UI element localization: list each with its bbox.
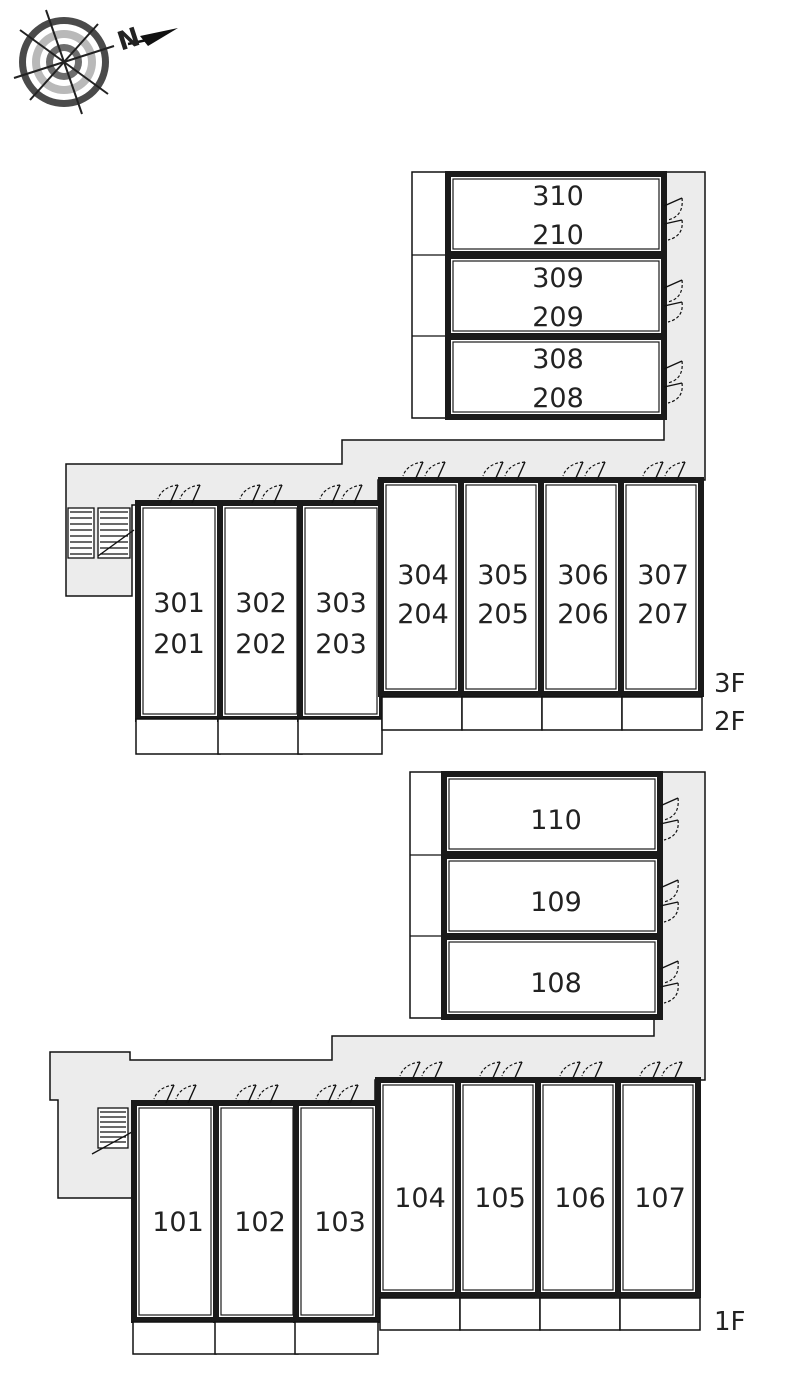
- unit-109[interactable]: 109: [441, 853, 663, 939]
- door-swing-icon: [639, 1061, 683, 1081]
- unit-number-2f: 210: [532, 220, 584, 251]
- door-swing-icon: [319, 484, 363, 504]
- unit-number-1f: 105: [474, 1183, 526, 1214]
- upper-corridor: [65, 171, 706, 597]
- unit-105[interactable]: 105: [455, 1077, 541, 1298]
- unit-107[interactable]: 107: [615, 1077, 701, 1298]
- unit-110[interactable]: 110: [441, 771, 663, 857]
- door-swing-icon: [153, 1084, 197, 1104]
- unit-number-2f: 204: [397, 599, 449, 630]
- unit-101[interactable]: 101: [131, 1100, 219, 1323]
- unit-number-3f: 309: [532, 263, 584, 294]
- door-swing-icon: [659, 960, 679, 1004]
- unit-number-1f: 107: [634, 1183, 686, 1214]
- balcony: [619, 1297, 701, 1331]
- unit-number-2f: 206: [557, 599, 609, 630]
- door-swing-icon: [663, 279, 683, 323]
- door-swing-icon: [559, 1061, 603, 1081]
- stairs-icon: [91, 1107, 133, 1155]
- door-swing-icon: [239, 484, 283, 504]
- balcony: [461, 696, 543, 731]
- door-swing-icon: [235, 1084, 279, 1104]
- unit-number-3f: 304: [397, 560, 449, 591]
- balcony: [379, 1297, 461, 1331]
- compass-north-letter: N: [114, 22, 144, 57]
- door-swing-icon: [659, 797, 679, 841]
- unit-number-3f: 306: [557, 560, 609, 591]
- unit-104[interactable]: 104: [375, 1077, 461, 1298]
- unit-102[interactable]: 102: [213, 1100, 301, 1323]
- unit-108[interactable]: 108: [441, 934, 663, 1020]
- unit-number-3f: 307: [637, 560, 689, 591]
- unit-number-3f: 310: [532, 181, 584, 212]
- door-swing-icon: [399, 1061, 443, 1081]
- unit-106[interactable]: 106: [535, 1077, 621, 1298]
- unit-number-1f: 108: [530, 968, 582, 999]
- compass-rose-icon: [13, 9, 178, 115]
- floor-label-1f: 1F: [714, 1307, 746, 1337]
- stairs-icon: [67, 507, 135, 559]
- door-swing-icon: [402, 461, 446, 481]
- balcony-strip: [411, 171, 449, 419]
- unit-number-2f: 201: [153, 629, 205, 660]
- unit-number-1f: 102: [234, 1207, 286, 1238]
- unit-number-2f: 209: [532, 302, 584, 333]
- door-swing-icon: [562, 461, 606, 481]
- unit-number-1f: 104: [394, 1183, 446, 1214]
- unit-number-3f: 301: [153, 588, 205, 619]
- balcony: [132, 1321, 217, 1355]
- unit-103[interactable]: 103: [293, 1100, 381, 1323]
- unit-number-3f: 305: [477, 560, 529, 591]
- lower-corridor: [49, 771, 706, 1199]
- unit-number-2f: 207: [637, 599, 689, 630]
- door-swing-icon: [659, 879, 679, 923]
- unit-number-2f: 202: [235, 629, 287, 660]
- lower-floor-plan: 110 109 108 101 102 103 104 105 106 107 1F: [49, 771, 746, 1355]
- balcony-strip: [409, 771, 445, 1019]
- balcony: [297, 718, 383, 755]
- floor-label-3f: 3F: [714, 669, 746, 699]
- unit-number-1f: 110: [530, 805, 582, 836]
- balcony: [541, 696, 623, 731]
- door-swing-icon: [482, 461, 526, 481]
- unit-number-1f: 103: [314, 1207, 366, 1238]
- balcony: [381, 696, 463, 731]
- balcony: [214, 1321, 299, 1355]
- door-swing-icon: [479, 1061, 523, 1081]
- unit-number-2f: 208: [532, 383, 584, 414]
- door-swing-icon: [663, 360, 683, 404]
- unit-number-3f: 303: [315, 588, 367, 619]
- balcony: [539, 1297, 621, 1331]
- unit-number-1f: 101: [152, 1207, 204, 1238]
- unit-number-2f: 203: [315, 629, 367, 660]
- unit-number-1f: 106: [554, 1183, 606, 1214]
- floor-label-2f: 2F: [714, 707, 746, 737]
- balcony: [217, 718, 303, 755]
- balcony: [135, 718, 221, 755]
- unit-number-2f: 205: [477, 599, 529, 630]
- door-swing-icon: [642, 461, 686, 481]
- door-swing-icon: [315, 1084, 359, 1104]
- door-swing-icon: [157, 484, 201, 504]
- unit-number-1f: 109: [530, 887, 582, 918]
- door-swing-icon: [663, 197, 683, 241]
- balcony: [621, 696, 703, 731]
- balcony: [459, 1297, 541, 1331]
- unit-number-3f: 302: [235, 588, 287, 619]
- unit-number-3f: 308: [532, 344, 584, 375]
- balcony: [294, 1321, 379, 1355]
